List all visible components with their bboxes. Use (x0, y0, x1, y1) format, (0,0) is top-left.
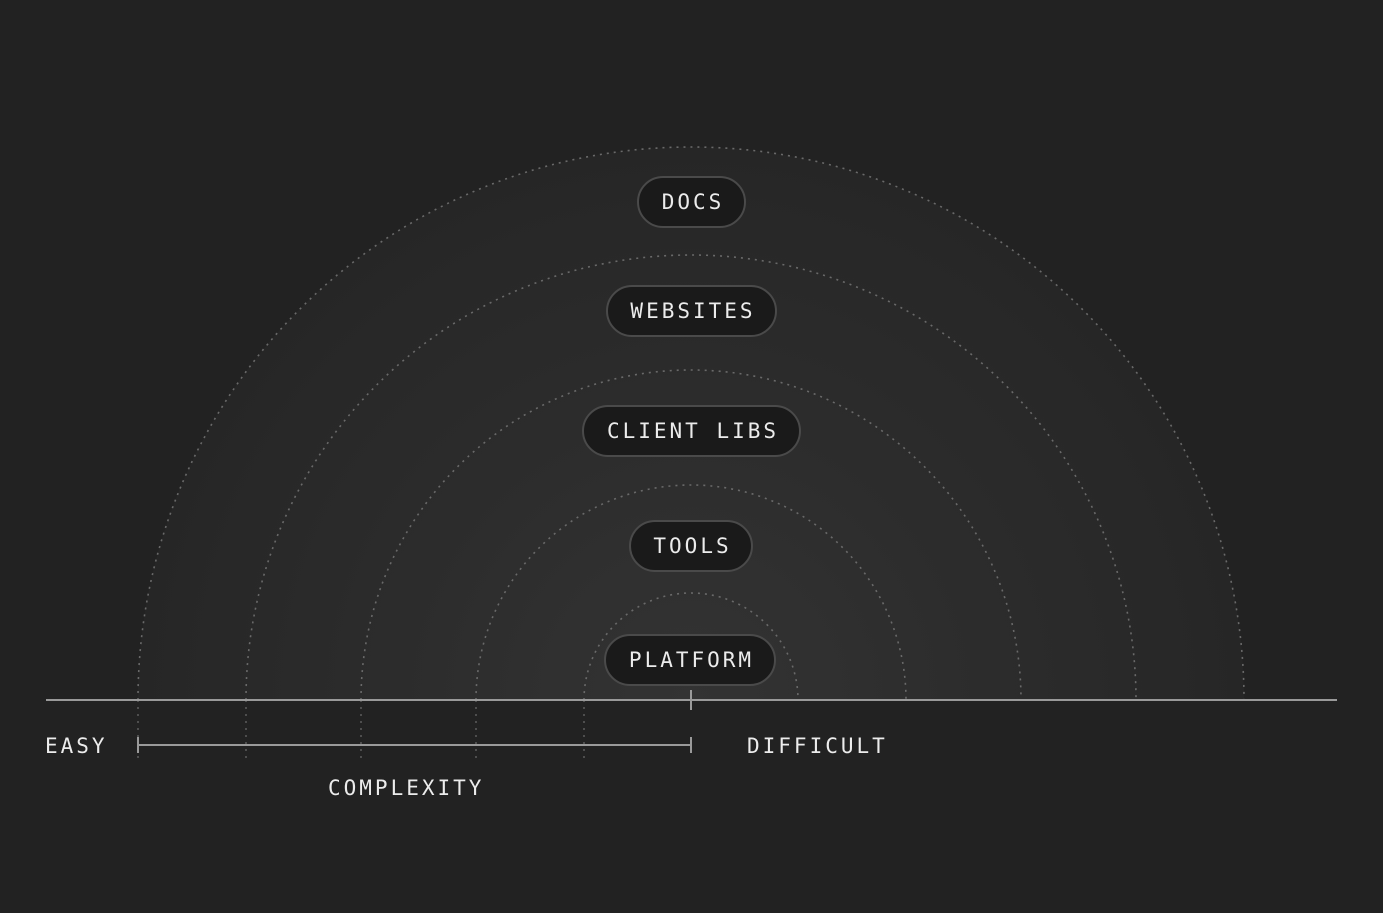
layer-pill-websites: WEBSITES (606, 285, 777, 337)
layer-pill-platform: PLATFORM (604, 634, 776, 686)
ring-client-libs (360, 369, 1022, 701)
layer-pill-client-libs: CLIENT LIBS (582, 405, 801, 457)
layer-pill-tools: TOOLS (629, 520, 753, 572)
ring-platform (583, 592, 799, 701)
layer-pill-docs: DOCS (637, 176, 746, 228)
complexity-bracket (137, 737, 692, 753)
ring-docs (137, 146, 1245, 701)
rings (137, 146, 1245, 701)
drop-lines (137, 700, 585, 758)
ring-websites (245, 254, 1137, 701)
easy-label: EASY (45, 734, 108, 758)
difficult-label: DIFFICULT (747, 734, 888, 758)
ring-tools (475, 484, 907, 701)
complexity-label: COMPLEXITY (328, 776, 485, 800)
